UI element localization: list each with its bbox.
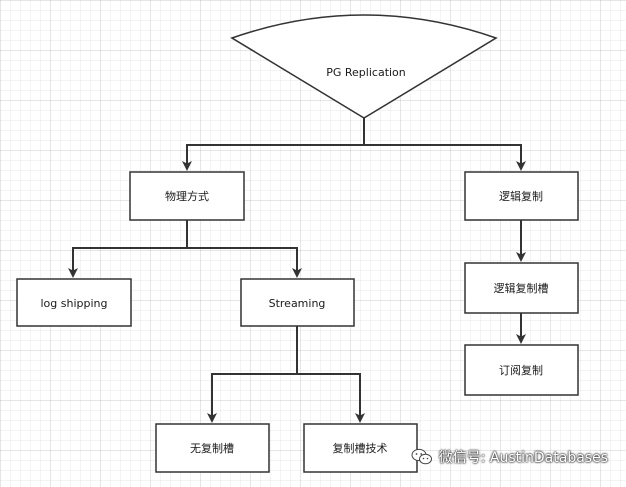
root-label: PG Replication bbox=[326, 66, 406, 79]
node-streaming-label: Streaming bbox=[269, 297, 326, 310]
edge-root-logical bbox=[364, 144, 526, 171]
watermark-text: 微信号: AustinDatabases bbox=[438, 450, 608, 466]
node-subscription-label: 订阅复制 bbox=[499, 363, 543, 377]
wechat-icon bbox=[411, 448, 432, 465]
node-logical[interactable]: 逻辑复制 bbox=[464, 171, 579, 221]
edge-streaming-slottech bbox=[297, 373, 365, 423]
root-node[interactable]: PG Replication bbox=[230, 14, 498, 119]
node-logical-slot[interactable]: 逻辑复制槽 bbox=[464, 262, 579, 314]
node-physical[interactable]: 物理方式 bbox=[129, 171, 245, 221]
node-logical-slot-label: 逻辑复制槽 bbox=[494, 281, 549, 295]
node-no-slot[interactable]: 无复制槽 bbox=[155, 423, 270, 473]
node-log-shipping-label: log shipping bbox=[41, 297, 108, 310]
root-funnel-shape bbox=[230, 14, 498, 119]
node-streaming[interactable]: Streaming bbox=[240, 278, 355, 327]
node-slot-tech[interactable]: 复制槽技术 bbox=[303, 423, 418, 473]
node-subscription[interactable]: 订阅复制 bbox=[464, 344, 579, 396]
edge-streaming-noslot bbox=[207, 326, 298, 423]
connectors bbox=[68, 118, 526, 423]
edge-physical-streaming bbox=[187, 247, 302, 278]
node-slot-tech-label: 复制槽技术 bbox=[333, 441, 388, 455]
edge-root-physical bbox=[182, 118, 365, 171]
node-logical-label: 逻辑复制 bbox=[499, 189, 543, 203]
node-physical-label: 物理方式 bbox=[165, 189, 209, 203]
watermark: 微信号: AustinDatabases bbox=[411, 447, 608, 467]
node-no-slot-label: 无复制槽 bbox=[190, 441, 234, 455]
edge-physical-logshipping bbox=[68, 220, 188, 278]
node-log-shipping[interactable]: log shipping bbox=[16, 278, 132, 327]
